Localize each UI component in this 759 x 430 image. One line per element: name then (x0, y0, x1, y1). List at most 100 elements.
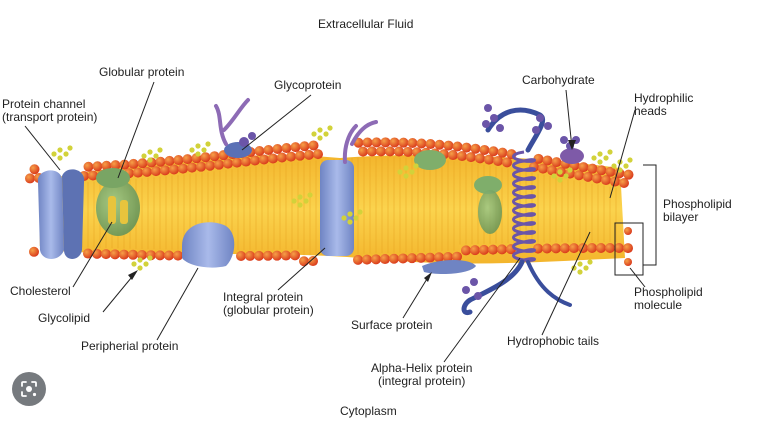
sugar-unit (297, 202, 303, 208)
phospholipid-head (479, 244, 489, 255)
phospholipid-head (596, 165, 607, 176)
sugar-unit (327, 125, 333, 131)
phospholipid-head (479, 144, 490, 155)
cholesterol-label: Cholesterol (10, 284, 71, 298)
google-lens-icon[interactable] (12, 372, 46, 406)
phospholipid-head (295, 150, 305, 161)
phospholipid-head (304, 149, 314, 160)
phospholipid-head (551, 157, 562, 168)
phospholipid-head (443, 251, 453, 262)
sugar-unit (357, 209, 363, 215)
surface-protein-label: Surface protein (351, 318, 433, 332)
extracellular-fluid-label: Extracellular Fluid (318, 17, 414, 31)
sugar-unit (141, 153, 147, 159)
phospholipid-head (236, 250, 246, 261)
phospholipid-head (533, 153, 544, 164)
phospholipid-head (232, 157, 242, 168)
sugar-unit (147, 255, 153, 261)
phospholipid-head (142, 166, 152, 177)
phospholipid-head (286, 151, 296, 162)
phospholipid-head (466, 152, 476, 163)
phospholipid-head (380, 137, 391, 148)
phospholipid-head (137, 158, 148, 169)
phospholipid-head (173, 155, 184, 166)
sugar-unit (67, 145, 73, 151)
phospholipid-head (497, 244, 507, 255)
phospholipid-head (596, 243, 606, 254)
cholesterol (108, 196, 128, 224)
sugar-unit (137, 265, 143, 271)
sugar-unit (195, 151, 201, 157)
phospholipid-head (434, 139, 445, 150)
cytoplasm-label: Cytoplasm (340, 404, 397, 418)
phospholipid-head (416, 138, 427, 149)
phospholipid-head (493, 155, 503, 166)
glycoprotein-2 (342, 120, 378, 164)
hydrophilic-heads-label: Hydrophilic heads (634, 91, 694, 118)
phospholipid-head (110, 160, 121, 171)
glycolipid-sugars (51, 125, 633, 275)
sugar-unit (557, 177, 563, 183)
phospholipid-head (187, 162, 197, 173)
sugar-unit (51, 151, 57, 157)
phospholipid-head (299, 141, 310, 152)
phospholipid-head (592, 173, 602, 184)
sugar-unit (403, 165, 409, 171)
sugar-unit (137, 257, 143, 263)
phospholipid-head (110, 249, 120, 260)
phospholipid-head (601, 175, 611, 186)
sugar-unit (297, 194, 303, 200)
phospholipid-head (623, 169, 634, 180)
phospholipid-head (371, 137, 382, 148)
phospholipid-head (578, 162, 589, 173)
peripherial-protein-label: Peripherial protein (81, 339, 179, 353)
phospholipid-head (457, 151, 467, 162)
alpha-helix-protein-label: Alpha-Helix protein (integral protein) (371, 361, 473, 388)
phospholipid-head (461, 142, 472, 153)
phospholipid-head (605, 166, 616, 177)
phospholipid-head (488, 244, 498, 255)
phospholipid-head (205, 160, 215, 171)
phospholipid-head (88, 170, 98, 181)
sugar-unit (57, 155, 63, 161)
hydrophilic-heads-top (25, 137, 634, 188)
phospholipid-head (281, 250, 291, 261)
phospholipid-head (583, 171, 593, 182)
phospholipid-head (389, 253, 399, 264)
sugar-unit (303, 198, 309, 204)
sugar-unit (341, 215, 347, 221)
phospholipid-head (376, 146, 386, 157)
phospholipid-head (290, 142, 301, 153)
sugar-unit (311, 131, 317, 137)
surface-protein (422, 260, 476, 274)
phospholipid-head (470, 245, 480, 256)
sugar-unit (551, 173, 557, 179)
sugar-unit (603, 155, 609, 161)
sugar-unit (57, 147, 63, 153)
phospholipid-head (254, 250, 264, 261)
phospholipid-head (101, 160, 112, 171)
phospholipid-head (128, 249, 138, 260)
protein-channel-label: Protein channel (transport protein) (2, 97, 98, 124)
phospholipid-head (92, 248, 102, 259)
phospholipid-head (425, 139, 436, 150)
glycolipid-label: Glycolipid (38, 311, 91, 325)
phospholipid-head (461, 245, 471, 256)
phospholipid-head (254, 145, 265, 156)
sugar-unit (583, 265, 589, 271)
sugar-unit (611, 163, 617, 169)
phospholipid-head (182, 154, 193, 165)
phospholipid-head (25, 173, 35, 184)
phospholipid-head (92, 161, 103, 172)
phospholipid-head (128, 158, 139, 169)
sugar-unit (347, 211, 353, 217)
phospholipid-head (358, 146, 368, 157)
sugar-unit (143, 261, 149, 267)
phospholipid-head (560, 243, 570, 254)
phospholipid-head (619, 177, 629, 188)
sugar-unit (291, 198, 297, 204)
phospholipid-head (268, 153, 278, 164)
sugar-unit (195, 143, 201, 149)
phospholipid-head (569, 243, 579, 254)
